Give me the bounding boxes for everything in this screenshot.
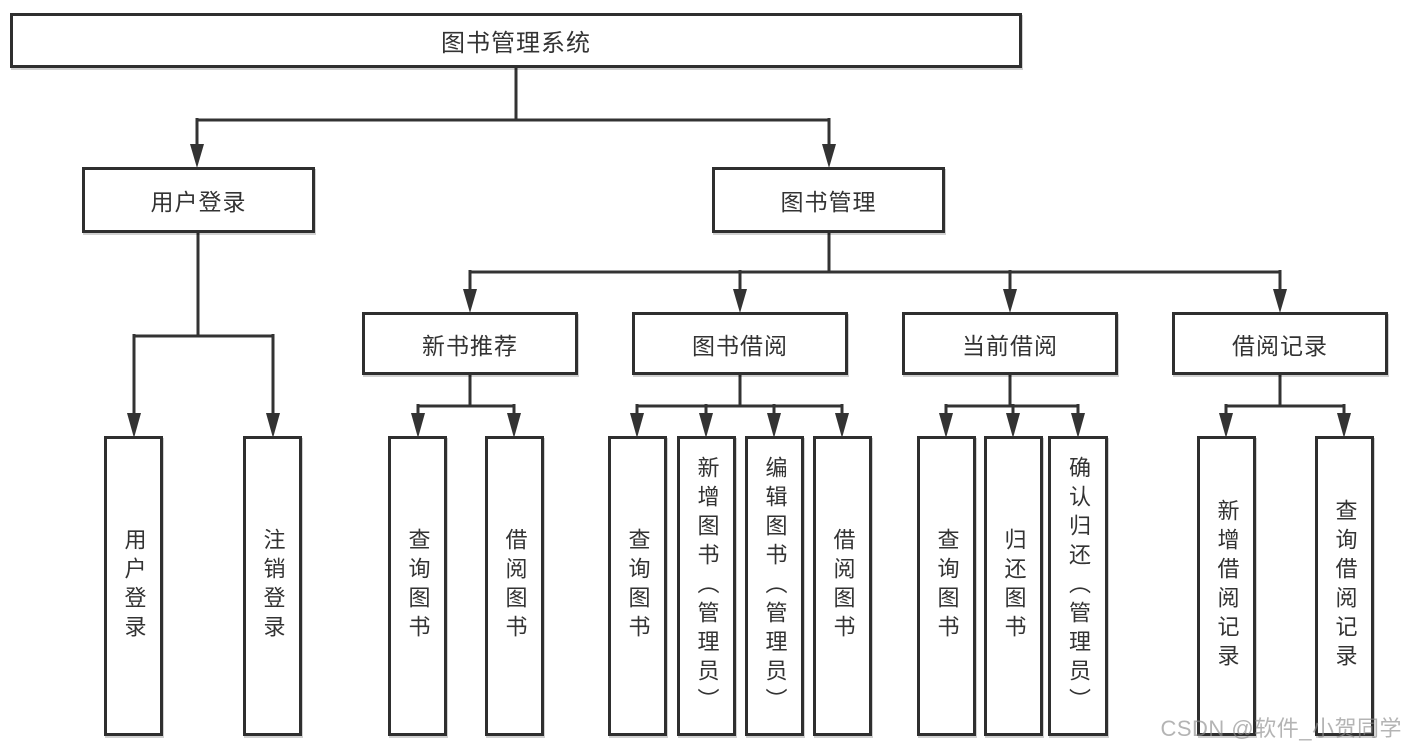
leaf-borrow-book-rec-label: 借阅图书 [502,528,528,644]
leaf-query-book-current-label: 查询图书 [934,528,960,644]
node-root-label: 图书管理系统 [441,30,591,57]
leaf-query-book-borrow-label: 查询图书 [625,528,651,644]
leaf-edit-book-admin-label: 编辑图书（管理员） [762,455,788,717]
leaf-borrow-book-rec: 借阅图书 [485,436,544,736]
leaf-return-book: 归还图书 [984,436,1043,736]
leaf-query-book-borrow: 查询图书 [608,436,667,736]
leaf-borrow-book: 借阅图书 [813,436,872,736]
leaf-user-login: 用户登录 [104,436,163,736]
leaf-add-book-admin-label: 新增图书（管理员） [694,455,720,717]
node-book-management: 图书管理 [712,167,945,233]
node-user-login-label: 用户登录 [150,189,247,215]
node-new-book-recommend-label: 新书推荐 [422,332,518,359]
leaf-add-borrow-record: 新增借阅记录 [1197,436,1256,736]
leaf-logout-label: 注销登录 [260,528,286,644]
node-new-book-recommend: 新书推荐 [362,312,578,375]
node-current-borrow: 当前借阅 [902,312,1118,375]
node-current-borrow-label: 当前借阅 [962,332,1058,359]
leaf-query-book-current: 查询图书 [917,436,976,736]
node-book-borrow: 图书借阅 [632,312,848,375]
node-borrow-records-label: 借阅记录 [1232,332,1328,359]
node-borrow-records: 借阅记录 [1172,312,1388,375]
leaf-edit-book-admin: 编辑图书（管理员） [745,436,804,736]
leaf-confirm-return-admin: 确认归还（管理员） [1048,436,1108,736]
leaf-return-book-label: 归还图书 [1001,528,1027,644]
node-root-library-system: 图书管理系统 [10,13,1022,68]
csdn-watermark: CSDN @软件_小贺同学 [1160,716,1402,741]
node-book-borrow-label: 图书借阅 [692,332,788,359]
leaf-add-borrow-record-label: 新增借阅记录 [1214,499,1240,673]
arrowheads [127,144,1351,438]
leaf-query-book-rec: 查询图书 [388,436,447,736]
leaf-query-borrow-record: 查询借阅记录 [1315,436,1374,736]
leaf-query-book-rec-label: 查询图书 [405,528,431,644]
node-user-login: 用户登录 [82,167,315,233]
leaf-confirm-return-admin-label: 确认归还（管理员） [1066,455,1091,717]
connector-paths [132,68,1346,416]
leaf-add-book-admin: 新增图书（管理员） [677,436,736,736]
leaf-query-borrow-record-label: 查询借阅记录 [1332,499,1358,673]
node-book-management-label: 图书管理 [780,189,877,215]
leaf-borrow-book-label: 借阅图书 [830,528,856,644]
leaf-user-login-label: 用户登录 [121,528,147,644]
leaf-logout: 注销登录 [243,436,302,736]
